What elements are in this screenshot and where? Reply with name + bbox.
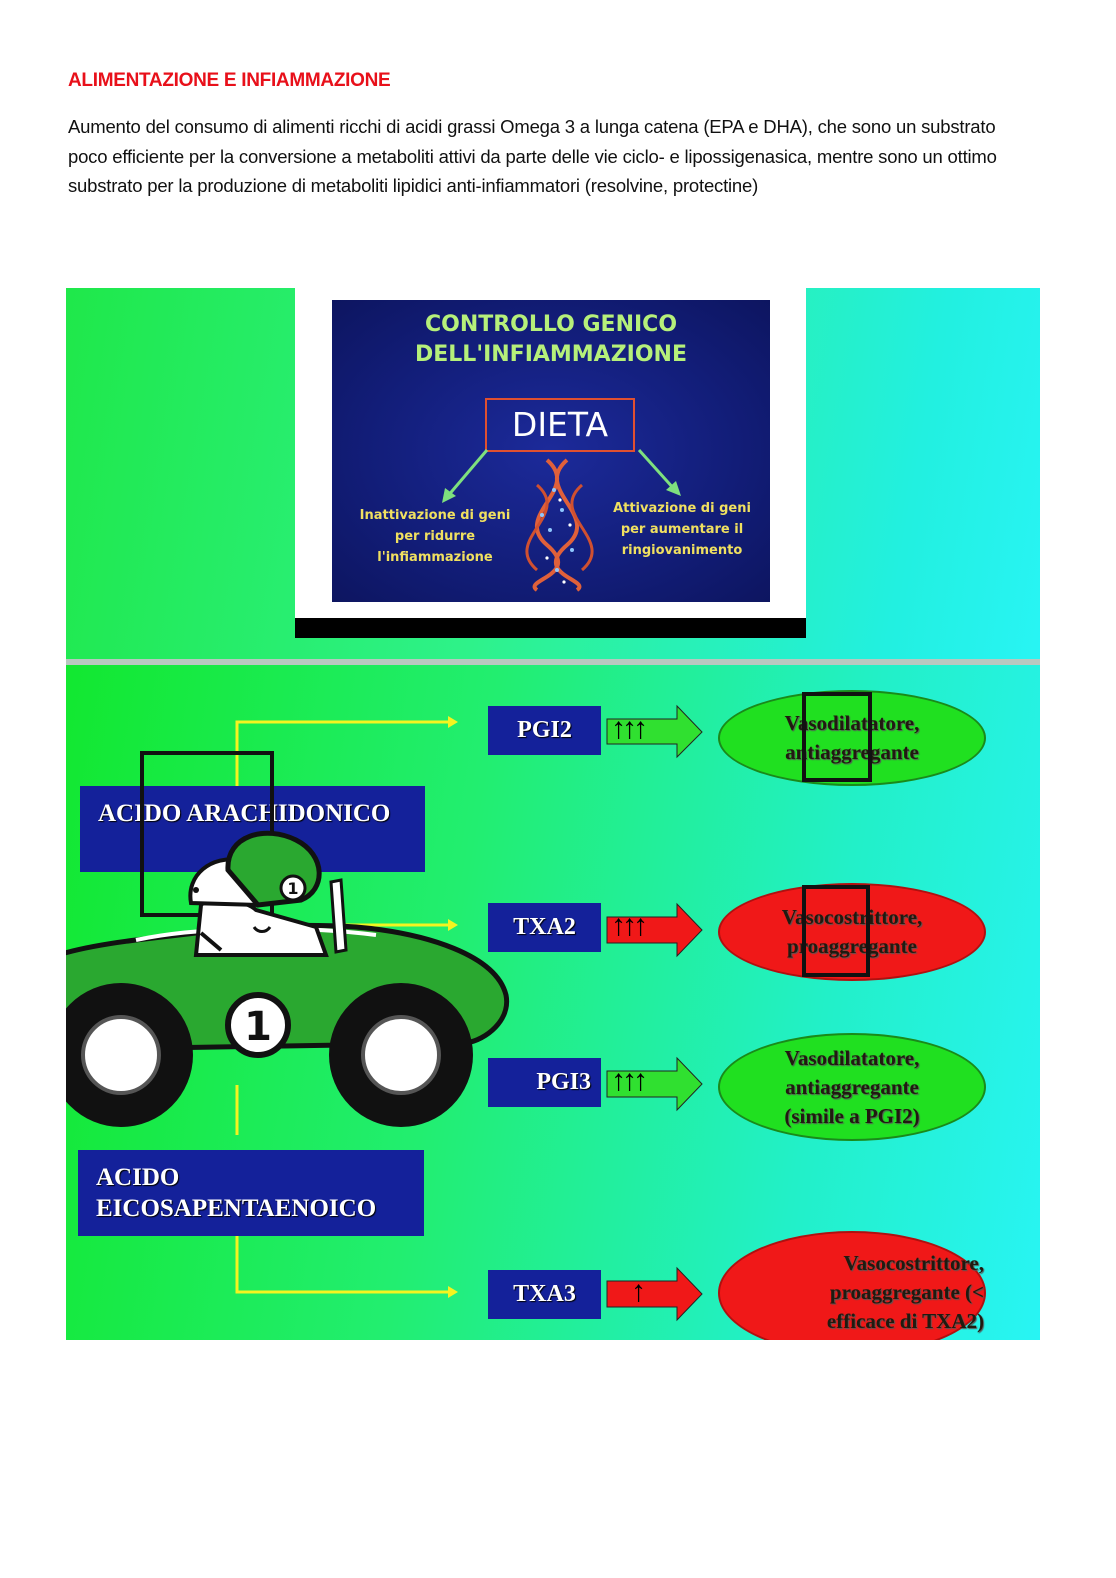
dna-and-arrows-graphic (442, 448, 681, 592)
metabolite-pgi3: PGI3 (488, 1058, 601, 1107)
annotation-rectangle (802, 692, 872, 782)
left-caption: Inattivazione di geni per ridurre l'infi… (359, 508, 511, 565)
metabolite-pgi2: PGI2 (488, 706, 601, 755)
increase-arrow-txa3: ↑ (631, 1275, 646, 1308)
pathway-lines (235, 704, 703, 1322)
metabolite-txa2: TXA2 (488, 903, 601, 952)
increase-arrows-pgi3: ↑↑↑ (611, 1064, 648, 1097)
effect-pgi3: Vasodilatatore, antiaggregante (simile a… (718, 1033, 986, 1141)
effect-text: Vasodilatatore, antiaggregante (784, 711, 920, 764)
metabolite-txa3: TXA3 (488, 1270, 601, 1319)
title-line-1: CONTROLLO GENICO (424, 312, 678, 337)
effect-text: Vasocostrittore, proaggregante (< effica… (826, 1251, 984, 1333)
source-arachidonic-acid: ACIDO ARACHIDONICO (80, 786, 425, 872)
slide-frame: CONTROLLO GENICO DELL'INFIAMMAZIONE DIET… (295, 288, 806, 638)
slide-eicosanoids: PGI2 TXA2 PGI3 TXA3 ↑↑↑ ↑↑↑ ↑↑↑ ↑ Vasodi… (66, 665, 1040, 1340)
effect-pgi2: Vasodilatatore, antiaggregante (718, 690, 986, 786)
section-heading: ALIMENTAZIONE E INFIAMMAZIONE (68, 70, 391, 91)
increase-arrows-pgi2: ↑↑↑ (611, 712, 648, 745)
right-caption: Attivazione di geni per aumentare il rin… (613, 501, 751, 558)
race-car-cartoon-icon: 1 1 (66, 830, 510, 1127)
effect-txa2: Vasocostrittore, proaggregante (718, 883, 986, 981)
source-eicosapentaenoic-acid: ACIDO EICOSAPENTAENOICO (78, 1150, 424, 1236)
helmet-number: 1 (287, 879, 298, 898)
divider (66, 659, 1040, 665)
body-paragraph: Aumento del consumo di alimenti ricchi d… (68, 116, 997, 196)
effect-text: Vasodilatatore, antiaggregante (simile a… (784, 1045, 920, 1128)
slide-title: CONTROLLO GENICO DELL'INFIAMMAZIONE (332, 310, 770, 370)
effect-txa3: Vasocostrittore, proaggregante (< effica… (718, 1231, 986, 1340)
slide-gene-control: CONTROLLO GENICO DELL'INFIAMMAZIONE DIET… (66, 288, 1040, 660)
video-bar (295, 618, 806, 638)
increase-arrows-txa2: ↑↑↑ (611, 909, 648, 942)
annotation-rectangle (802, 885, 870, 977)
dieta-box: DIETA (485, 398, 635, 452)
car-number: 1 (244, 1004, 272, 1050)
slide-content: CONTROLLO GENICO DELL'INFIAMMAZIONE DIET… (332, 300, 770, 602)
title-line-2: DELL'INFIAMMAZIONE (415, 342, 687, 367)
